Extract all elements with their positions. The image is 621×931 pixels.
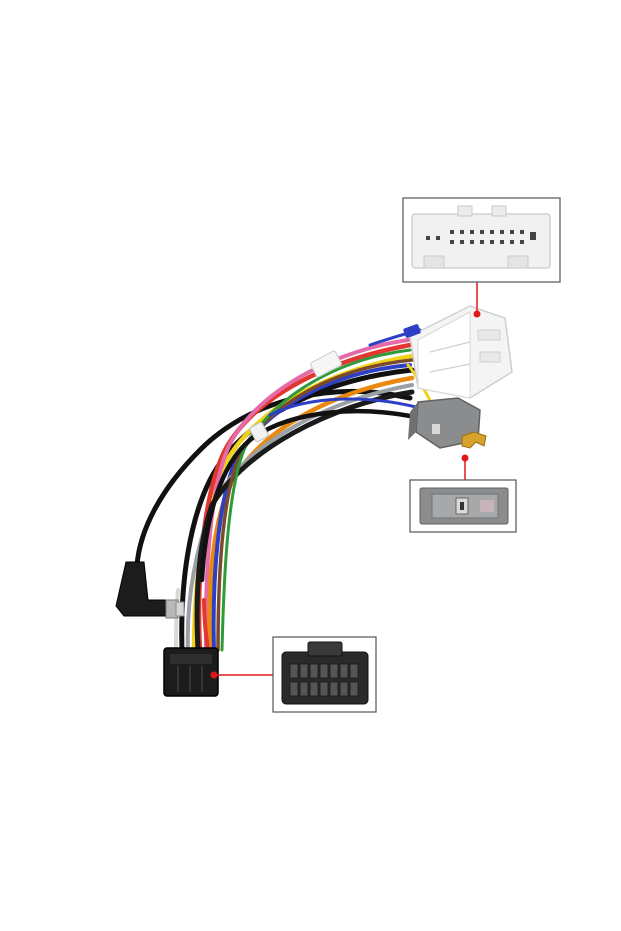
callout-dot-gray (461, 454, 469, 462)
antenna-cable (134, 389, 413, 568)
wire-black-1 (179, 367, 415, 653)
callout-dot-black (210, 671, 218, 679)
wire-brown-1 (216, 358, 414, 652)
callout-lines (210, 282, 481, 679)
cable-tie (249, 421, 269, 443)
white-connector (403, 305, 513, 399)
wire-fan-white (174, 588, 180, 652)
inset-black-connector (272, 636, 377, 713)
black-connector (163, 647, 219, 697)
black-connector-face-icon (281, 641, 369, 705)
inset-white-connector (402, 197, 561, 283)
wire-black-gray-conn (199, 409, 423, 583)
inset-gray-connector (409, 479, 517, 533)
white-connector-face-icon (411, 205, 551, 269)
antenna-plug (115, 561, 185, 619)
wire-fan-red (202, 598, 210, 652)
gray-connector (408, 397, 487, 449)
wire-blue-gray-conn (268, 397, 422, 417)
wire-pink-1 (203, 338, 410, 652)
wire-label-tag (310, 350, 342, 378)
callout-dot-white (473, 310, 481, 318)
spade-terminal (461, 431, 487, 449)
gray-connector-face-icon (419, 487, 509, 525)
wire-bundle (134, 328, 472, 653)
wire-blue-1 (211, 363, 412, 652)
